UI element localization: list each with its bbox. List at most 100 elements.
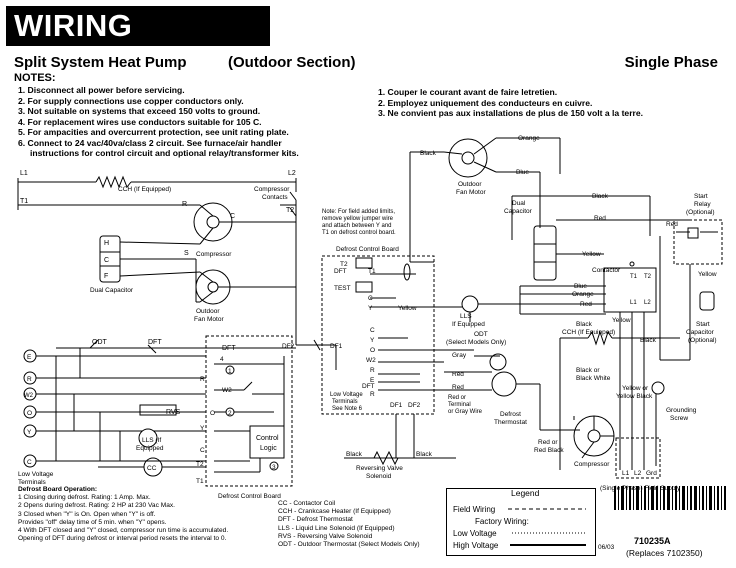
right-cch-resistor [587, 330, 613, 346]
abbreviation-item: CCH - Crankcase Heater (If Equipped) [278, 508, 391, 516]
red-wire-label-2: Red [452, 384, 464, 391]
terminal-y-label: Y [27, 429, 32, 436]
date-code: 06/03 [598, 544, 615, 551]
cch-label: CCH (If Equipped) [118, 186, 171, 193]
middle-terminal-c: C [370, 327, 375, 334]
middle-yellow-label: Yellow [398, 305, 417, 312]
board-operation-title: Defrost Board Operation: [18, 486, 98, 493]
start-relay-label-1: Start [694, 193, 708, 200]
red-terminal-label-2: Terminal [448, 402, 471, 408]
capacitor-c-label: C [104, 257, 109, 264]
middle-dft-label: DFT [334, 268, 347, 275]
defrost-control-board-box [205, 335, 293, 487]
red-terminal-label-1: Red or [448, 395, 466, 401]
right-fan-motor-symbol [448, 138, 488, 178]
middle-terminal-o: O [370, 347, 375, 354]
l1-label: L1 [20, 170, 28, 177]
start-capacitor [699, 291, 715, 311]
right-dual-capacitor [533, 225, 557, 281]
right-black-label: Black [420, 150, 437, 157]
start-relay-label-2: Relay [694, 201, 711, 208]
circled-2: 2 [228, 410, 232, 417]
terminal-y [23, 424, 37, 438]
notes-french: 1. Couper le courant avant de faire letr… [378, 87, 718, 119]
lls-label-1: LLS [460, 313, 472, 320]
middle-terminal-w2: W2 [366, 357, 376, 364]
board-w2-label: W2 [222, 387, 232, 394]
compressor-s-label: S [184, 250, 189, 257]
terminal-o [23, 405, 37, 419]
barcode-image [614, 486, 726, 510]
start-cap-label-1: Start [696, 321, 710, 328]
right-red3-label: Red [666, 221, 678, 228]
right-blue-label: Blue [516, 169, 529, 176]
contactor-label: Contactor [592, 267, 621, 274]
terminal-w2 [23, 387, 37, 401]
start-cap-label-2: Capacitor [686, 329, 715, 336]
l2-label: L2 [288, 170, 296, 177]
abbreviation-item: DFT - Defrost Thermostat [278, 516, 353, 524]
t1-label: T1 [20, 198, 28, 205]
dual-capacitor-body [99, 235, 121, 283]
lvt-label-1: Low Voltage [330, 392, 363, 398]
board-operation-line: Provides "off" delay time of 5 min. when… [18, 518, 167, 526]
board-operation-line: 1 Closing during defrost. Rating: 1 Amp.… [18, 494, 151, 502]
black-or-white-label-1: Black or [576, 367, 600, 374]
field-limit-note-2: remove yellow jumper wire [322, 216, 394, 222]
rvs-coil [139, 404, 177, 416]
notes-title: NOTES: [14, 72, 56, 84]
legend-low-voltage: Low Voltage [453, 529, 497, 538]
yellow-black-label-1: Yellow or [622, 385, 649, 392]
middle-c-label: C [368, 295, 373, 302]
note-item: 4. For replacement wires use conductors … [18, 116, 262, 127]
board-o-label: O [210, 410, 215, 417]
control-logic-label-1: Control [256, 435, 279, 442]
terminal-w2-label: W2 [24, 393, 34, 399]
outdoor-fan-label-2: Fan Motor [194, 316, 224, 323]
lvt-label-3: See Note 6 [332, 406, 363, 412]
field-supply-label: (Single Phase) Field Supply [600, 485, 681, 492]
diagram-title-banner: WIRING DIAGRAM [6, 6, 270, 83]
right-fan-label-1: Outdoor [458, 181, 482, 188]
df-switch [313, 339, 321, 351]
defrost-thermostat-label-1: Defrost [500, 411, 521, 418]
diagram-title: WIRING DIAGRAM [14, 8, 166, 83]
middle-terminal-y: Y [370, 337, 375, 344]
note-item: 5. For ampacities and overcurrent protec… [18, 127, 289, 137]
right-cch-label: CCH (If Equipped) [562, 329, 615, 336]
circled-3: 3 [272, 464, 276, 471]
start-cap-label-3: (Optional) [688, 337, 717, 344]
board-operation-line: 2 Opens during defrost. Rating: 2 HP at … [18, 502, 175, 510]
middle-board-box [321, 255, 435, 415]
lls-coil [138, 428, 158, 448]
rvs-label: RVS [166, 409, 181, 416]
field-jumper-marker [403, 263, 411, 281]
abbreviation-item: CC - Contactor Coil [278, 500, 336, 507]
start-relay-box [673, 219, 723, 265]
right-orange2-label: Orange [572, 291, 594, 298]
legend-box: Legend Field Wiring Factory Wiring: Low … [446, 488, 596, 556]
rv-black-label-1: Black [346, 451, 363, 458]
odt-select-label-1: ODT [474, 331, 488, 338]
compressor-c-label: C [230, 213, 235, 220]
cc-label: CC [147, 465, 157, 472]
black-or-white-label-2: Black White [576, 375, 611, 382]
middle-dft2-label: DFT [362, 383, 375, 390]
contactor-box [603, 267, 657, 313]
df2-label: DF2 [282, 343, 295, 350]
right-orange-label: Orange [518, 135, 540, 142]
capacitor-f-label: F [104, 273, 108, 280]
reversing-valve-label-1: Reversing Valve [356, 465, 403, 472]
compressor-contacts-label-1: Compressor [254, 186, 290, 193]
phase-label: Single Phase [624, 54, 718, 71]
middle-test-label: TEST [334, 285, 351, 292]
board-operation-line: 4 With DFT closed and "Y" closed, compre… [18, 527, 229, 535]
supply-l1-label: L1 [622, 470, 630, 477]
contactor-l2-label: L2 [644, 300, 651, 306]
section-subtitle: (Outdoor Section) [228, 54, 356, 71]
rv-black-label-2: Black [416, 451, 433, 458]
terminal-c [23, 454, 37, 468]
note-item: 1. Disconnect all power before servicing… [18, 85, 185, 95]
right-blue2-label: Blue [574, 283, 587, 290]
